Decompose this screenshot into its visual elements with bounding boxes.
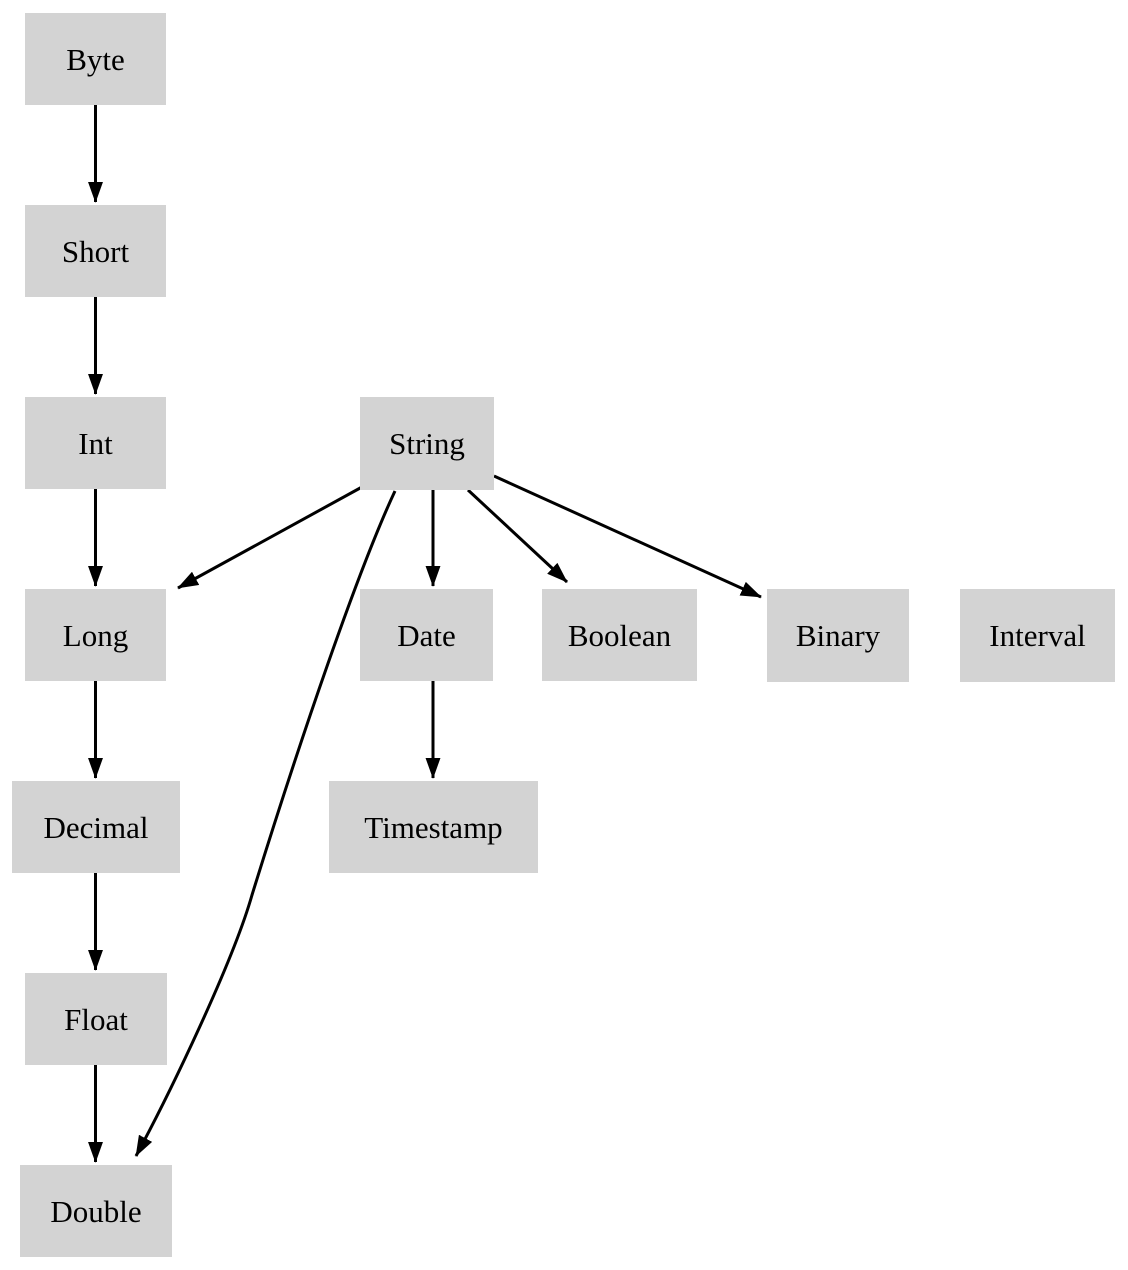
node-date: Date — [360, 589, 493, 681]
node-float: Float — [25, 973, 167, 1065]
node-binary: Binary — [767, 589, 909, 682]
node-decimal: Decimal — [12, 781, 180, 873]
node-byte: Byte — [25, 13, 166, 105]
edge-string-to-double — [134, 490, 397, 1157]
node-long-label: Long — [62, 617, 129, 653]
node-double-label: Double — [50, 1193, 142, 1229]
node-double: Double — [20, 1165, 172, 1257]
edge-string-to-binary — [493, 474, 762, 599]
node-string: String — [360, 397, 494, 490]
node-date-label: Date — [397, 617, 456, 653]
node-short: Short — [25, 205, 166, 297]
node-timestamp: Timestamp — [329, 781, 538, 873]
node-short-label: Short — [61, 233, 130, 269]
node-int: Int — [25, 397, 166, 489]
node-float-label: Float — [64, 1001, 128, 1037]
edge-string-to-long — [177, 485, 363, 590]
node-byte-label: Byte — [66, 41, 125, 77]
node-boolean: Boolean — [542, 589, 697, 681]
node-int-label: Int — [78, 425, 113, 461]
node-long: Long — [25, 589, 166, 681]
node-string-label: String — [389, 426, 465, 461]
node-binary-label: Binary — [795, 618, 881, 653]
edge-string-to-boolean — [466, 488, 569, 584]
node-boolean-label: Boolean — [567, 617, 672, 653]
node-timestamp-label: Timestamp — [364, 809, 503, 845]
node-interval: Interval — [960, 589, 1115, 682]
node-interval-label: Interval — [989, 618, 1086, 653]
node-decimal-label: Decimal — [43, 809, 149, 845]
